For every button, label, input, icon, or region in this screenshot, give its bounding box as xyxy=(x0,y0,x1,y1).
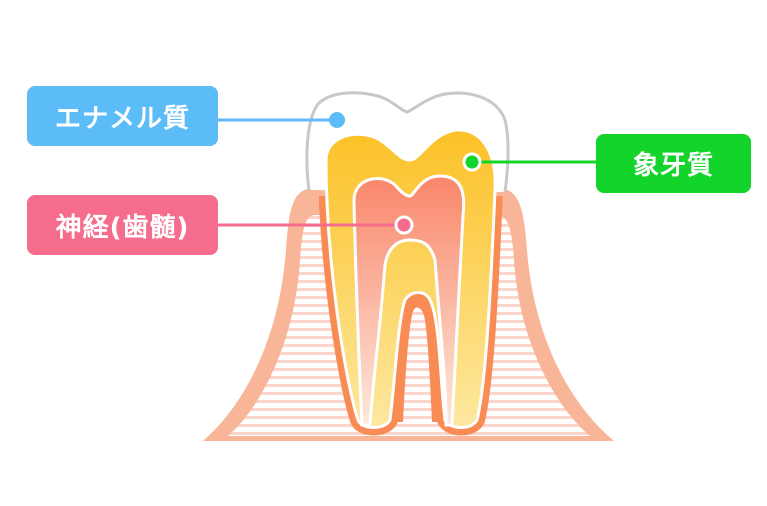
interradicular-area xyxy=(395,295,440,422)
dentin-label: 象牙質 xyxy=(596,134,751,193)
enamel-label: エナメル質 xyxy=(27,86,218,146)
pulp xyxy=(352,174,466,427)
enamel-marker-dot xyxy=(329,112,345,128)
nerve-marker-dot xyxy=(394,215,414,235)
dentin-marker-dot xyxy=(462,152,482,172)
nerve-label: 神経(歯髄) xyxy=(27,195,218,255)
